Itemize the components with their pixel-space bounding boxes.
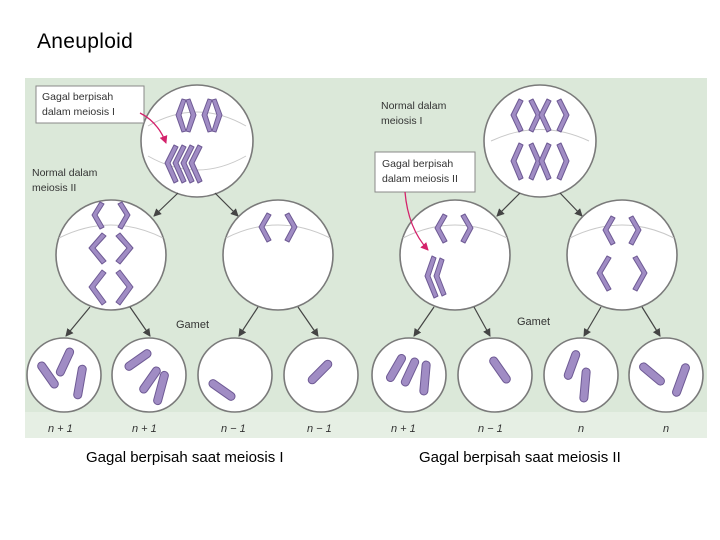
arrow-mid1-to-g1 <box>65 306 91 337</box>
left-gamete-2 <box>111 337 187 413</box>
arrow-right-to-mid1 <box>496 192 521 217</box>
gamete-label-l4: n − 1 <box>307 423 332 435</box>
left-secondary-2-chromosomes <box>258 212 298 243</box>
right-parent-chromosomes <box>510 98 570 181</box>
right-secondary-2-chromosomes <box>596 215 648 292</box>
left-gamete-3 <box>197 337 273 413</box>
right-normal-meiosis1-label: Normal dalam meiosis I <box>381 100 447 127</box>
gamete-label-l1: n + 1 <box>48 423 73 435</box>
gamete-label-l3: n − 1 <box>221 423 246 435</box>
left-secondary-cell-2 <box>222 199 334 311</box>
arrow-rmid1-to-g2 <box>473 306 491 337</box>
arrow-mid2-to-g4 <box>297 306 319 337</box>
arrow-mid1-to-g2 <box>129 306 151 337</box>
right-gamete-2 <box>457 337 533 413</box>
red-arrow-meiosis2 <box>404 191 429 251</box>
left-secondary-cell-1 <box>55 199 167 311</box>
right-secondary-1-chromosomes <box>424 213 474 299</box>
arrow-left-to-mid2 <box>214 192 239 217</box>
left-nd-meiosis1-label: Gagal berpisah dalam meiosis I <box>35 85 145 124</box>
left-secondary-1-chromosomes <box>88 201 134 306</box>
left-gamete-1 <box>26 337 102 413</box>
label-normal-meiosis1-line2: meiosis I <box>381 115 422 127</box>
right-nd-meiosis2-label: Gagal berpisah dalam meiosis II <box>374 151 476 193</box>
left-parent-chromosomes <box>164 98 223 184</box>
arrow-rmid2-to-g3 <box>583 306 602 337</box>
label-normal-meiosis2-line1: Normal dalam <box>32 167 98 179</box>
gamete-label-r3: n <box>578 423 584 435</box>
arrow-rmid1-to-g1 <box>413 306 435 337</box>
right-gamete-1 <box>371 337 447 413</box>
label-nd-meiosis2-line1: Gagal berpisah <box>382 158 453 170</box>
arrow-mid2-to-g3 <box>238 306 259 337</box>
left-gamete-labels: n + 1 n + 1 n − 1 n − 1 <box>48 423 332 435</box>
left-normal-meiosis2-label: Normal dalam meiosis II <box>32 167 98 194</box>
right-secondary-cell-2 <box>566 199 678 311</box>
gamete-label-l2: n + 1 <box>132 423 157 435</box>
gamete-label-r4: n <box>663 423 669 435</box>
gamet-label-right: Gamet <box>517 316 550 328</box>
right-gamete-4 <box>628 337 704 413</box>
diagram-footer-band <box>25 412 707 438</box>
label-nd-meiosis1-line2: dalam meiosis I <box>42 106 115 118</box>
right-parent-cell <box>483 84 597 198</box>
label-nd-meiosis1-line1: Gagal berpisah <box>42 91 113 103</box>
label-normal-meiosis1-line1: Normal dalam <box>381 100 447 112</box>
label-normal-meiosis2-line2: meiosis II <box>32 182 76 194</box>
caption-left: Gagal berpisah saat meiosis I <box>86 449 284 466</box>
arrow-right-to-mid2 <box>559 192 583 217</box>
arrow-left-to-mid1 <box>153 192 179 217</box>
arrow-rmid2-to-g4 <box>641 306 661 337</box>
gamete-label-r1: n + 1 <box>391 423 416 435</box>
slide-title: Aneuploid <box>37 30 134 53</box>
caption-right: Gagal berpisah saat meiosis II <box>419 449 621 466</box>
red-arrow-meiosis1 <box>139 112 168 144</box>
gamete-label-r2: n − 1 <box>478 423 503 435</box>
label-nd-meiosis2-line2: dalam meiosis II <box>382 173 458 185</box>
right-gamete-3 <box>543 337 619 413</box>
right-gamete-labels: n + 1 n − 1 n n <box>391 423 669 435</box>
right-secondary-cell-1 <box>399 199 511 311</box>
left-gamete-4 <box>283 337 359 413</box>
gamet-label-left: Gamet <box>176 319 209 331</box>
